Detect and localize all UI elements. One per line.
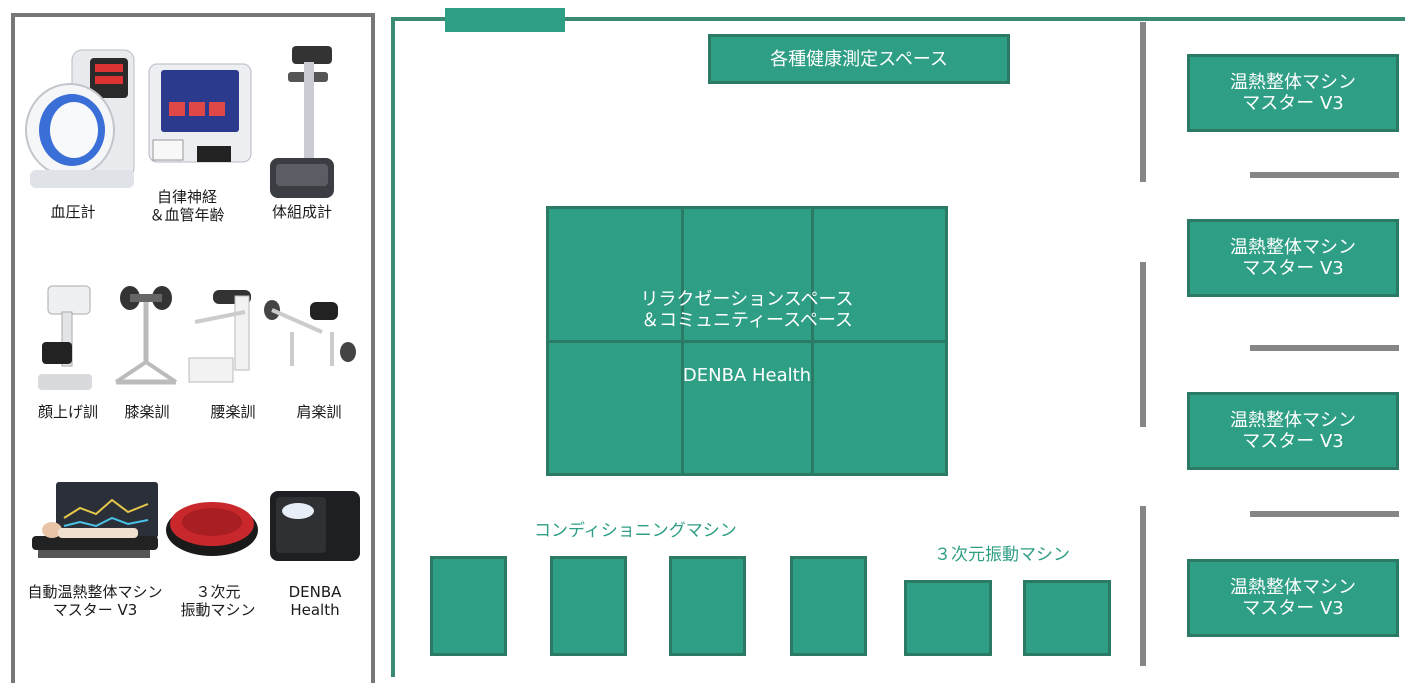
auto-thermal-machine-label: 自動温熱整体マシン マスター V3 <box>27 583 163 619</box>
partition-wall <box>1140 506 1146 666</box>
autonomic-nerve-checker-image <box>148 63 252 163</box>
body-composition-label: 体組成計 <box>271 203 332 221</box>
conditioning-machine <box>790 556 867 656</box>
vibration-machine-caption: ３次元振動マシン <box>934 545 1070 565</box>
thermal-machine-booth: 温熱整体マシン マスター V3 <box>1187 559 1399 637</box>
thermal-machine-booth: 温熱整体マシン マスター V3 <box>1187 219 1399 297</box>
partition-divider <box>1250 172 1399 178</box>
denba-device-image <box>270 491 360 561</box>
partition-divider <box>1250 511 1399 517</box>
relaxation-cell <box>811 340 948 476</box>
partition-wall <box>1140 262 1146 427</box>
relaxation-cell <box>811 206 948 343</box>
floor-plan <box>391 17 1405 677</box>
body-composition-scale-image <box>270 46 334 198</box>
denba-health-space-label: DENBA Health <box>682 364 812 386</box>
blood-pressure-label: 血圧計 <box>50 203 96 221</box>
lumbar-training-label: 腰楽訓 <box>210 403 256 421</box>
measurement-space: 各種健康測定スペース <box>708 34 1010 84</box>
knee-trainer-image <box>114 286 178 385</box>
autonomic-nerve-label: 自律神経 ＆血管年齢 <box>149 188 225 224</box>
conditioning-machine-caption: コンディショニングマシン <box>534 521 737 541</box>
partition-divider <box>1250 345 1399 351</box>
relaxation-cell <box>546 340 684 476</box>
conditioning-machine <box>430 556 507 656</box>
relaxation-area <box>546 206 948 476</box>
lumbar-trainer-image <box>188 290 251 383</box>
vibration-machine-label: ３次元 振動マシン <box>180 583 256 619</box>
vibration-machine <box>904 580 992 656</box>
conditioning-machine <box>550 556 627 656</box>
face-lift-trainer-image <box>38 285 92 390</box>
entrance-marker <box>445 8 565 32</box>
shoulder-trainer-image <box>264 300 356 366</box>
blood-pressure-monitor-image <box>25 49 135 188</box>
partition-wall <box>1140 22 1146 182</box>
thermal-machine-booth: 温熱整体マシン マスター V3 <box>1187 54 1399 132</box>
vibration-machine-image <box>166 502 258 556</box>
denba-health-label: DENBA Health <box>288 583 342 619</box>
relaxation-space-label: リラクゼーションスペース ＆コミュニティースペース <box>640 289 854 331</box>
shoulder-training-label: 肩楽訓 <box>296 403 342 421</box>
equipment-panel <box>11 13 375 683</box>
relaxation-cell <box>681 340 814 476</box>
knee-training-label: 膝楽訓 <box>124 403 170 421</box>
vibration-machine <box>1023 580 1111 656</box>
thermal-bed-image <box>32 482 158 558</box>
thermal-machine-booth: 温熱整体マシン マスター V3 <box>1187 392 1399 470</box>
conditioning-machine <box>669 556 746 656</box>
face-lift-training-label: 顔上げ訓 <box>37 403 98 421</box>
